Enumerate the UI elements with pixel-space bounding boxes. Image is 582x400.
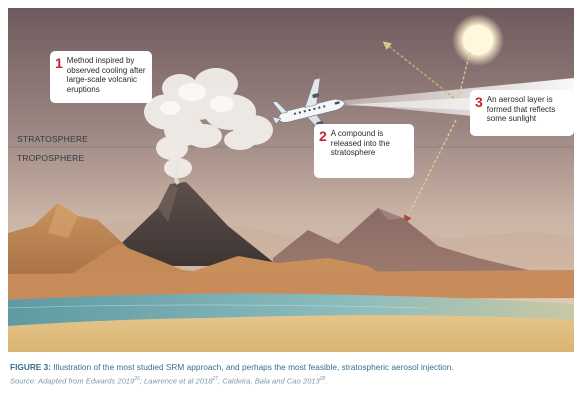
callout-text: An aerosol layer is formed that reflects… — [486, 95, 556, 123]
illustration: STRATOSPHERE TROPOSPHERE 1 Method inspir… — [8, 8, 574, 352]
figure-caption: FIGURE 3: Illustration of the most studi… — [10, 362, 576, 372]
source-ref: 26 — [134, 376, 140, 382]
incoming-ray — [457, 51, 471, 101]
reflected-ray-red — [385, 43, 455, 99]
source-ref: 28 — [319, 376, 326, 382]
source-ref: 27 — [212, 376, 218, 382]
callout-number: 2 — [319, 128, 327, 144]
scene-graphic — [8, 8, 574, 352]
figure-label: FIGURE 3: — [10, 362, 52, 372]
troposphere-label: TROPOSPHERE — [17, 153, 85, 163]
beach — [8, 315, 574, 352]
transmitted-ray — [404, 119, 457, 224]
callout-text: A compound is released into the stratosp… — [330, 129, 390, 157]
callout-aerosol: 3 An aerosol layer is formed that reflec… — [470, 90, 574, 136]
callout-text: Method inspired by observed cooling afte… — [66, 56, 146, 94]
callout-number: 1 — [55, 55, 63, 71]
volcano — [98, 182, 278, 266]
sea — [8, 293, 574, 326]
plain — [8, 270, 574, 300]
callout-volcanic: 1 Method inspired by observed cooling af… — [50, 51, 152, 103]
source-citation: Source: Adapted from Edwards 201926; Law… — [10, 376, 576, 386]
caption-text: Illustration of the most studied SRM app… — [51, 362, 454, 372]
source-suffix: . — [325, 376, 328, 386]
source-part: ; Lawrence et al 2018 — [139, 376, 213, 386]
sun — [463, 25, 493, 55]
source-prefix: Source: Adapted from Edwards 2019 — [10, 376, 135, 386]
callout-number: 3 — [475, 94, 483, 110]
source-part: ; Caldeira, Bala and Cao 2013 — [218, 376, 320, 386]
callout-release: 2 A compound is released into the strato… — [314, 124, 414, 178]
stratosphere-label: STRATOSPHERE — [17, 134, 89, 144]
